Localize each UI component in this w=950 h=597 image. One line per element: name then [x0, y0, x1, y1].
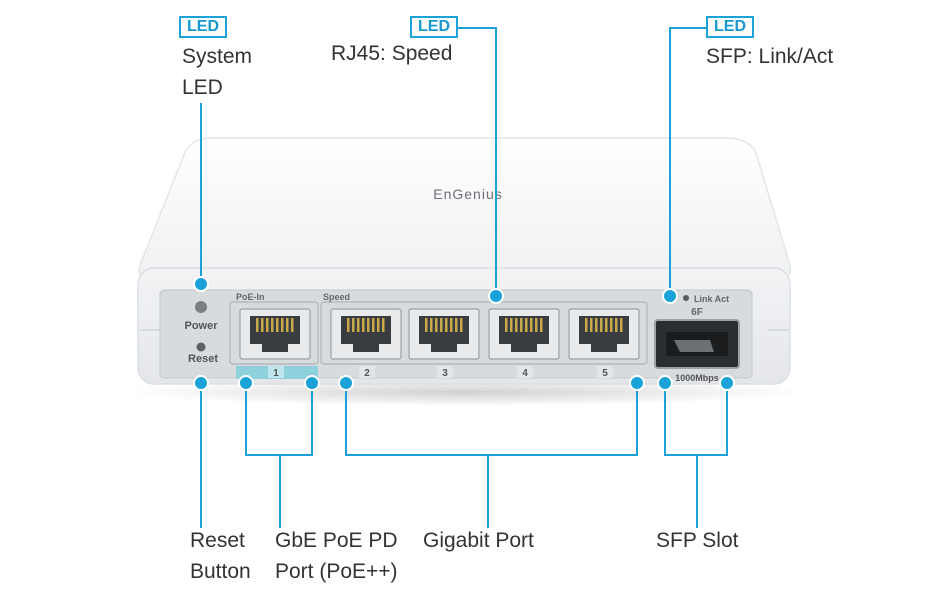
- port-number-2: 2: [364, 368, 370, 379]
- dot-gigabit-right: [629, 375, 645, 391]
- poe-port-caption-2: Port (PoE++): [275, 560, 398, 583]
- sfp-led: [683, 295, 689, 301]
- gigabit-port-frame: [320, 301, 648, 365]
- sfp-link-caption: SFP: Link/Act: [706, 45, 834, 68]
- brand-logo: EnGenius: [433, 186, 502, 202]
- sfp-port-label: 6F: [691, 307, 703, 318]
- rj45-port-2[interactable]: [330, 308, 402, 360]
- reset-button-caption-2: Button: [190, 560, 251, 583]
- system-led-tag: LED: [179, 16, 227, 38]
- dot-rj45-speed: [488, 288, 504, 304]
- port-number-4: 4: [522, 368, 528, 379]
- system-led-caption-1: System: [182, 45, 253, 68]
- sfp-latch: [674, 340, 714, 352]
- poe-port-caption-1: GbE PoE PD: [275, 529, 398, 552]
- dot-system-led: [193, 276, 209, 292]
- poe-in-label: PoE-In: [236, 292, 265, 302]
- rj45-port-5[interactable]: [568, 308, 640, 360]
- reset-pinhole[interactable]: [196, 342, 206, 352]
- leader-gigabit: [345, 383, 638, 456]
- leader-dots: [193, 276, 735, 391]
- port-number-box: [437, 366, 453, 378]
- leader-rj45-speed: [453, 27, 497, 296]
- dot-gigabit-left: [338, 375, 354, 391]
- rj45-speed-caption: RJ45: Speed: [331, 42, 453, 65]
- rj45-port-1[interactable]: [239, 308, 311, 360]
- device-top: [138, 137, 792, 281]
- leader-sfp-link: [669, 27, 706, 296]
- rj45-speed-tag: LED: [410, 16, 458, 38]
- gigabit-port-caption: Gigabit Port: [423, 529, 534, 552]
- dot-poe-left: [238, 375, 254, 391]
- power-led: [195, 301, 207, 313]
- dot-sfp-right: [719, 375, 735, 391]
- sfp-speed-label: 1000Mbps: [675, 373, 719, 383]
- port-number-3: 3: [442, 368, 448, 379]
- leader-lines: [200, 27, 728, 528]
- port-number-1: 1: [273, 368, 279, 379]
- port-number-5: 5: [602, 368, 608, 379]
- dot-sfp-left: [657, 375, 673, 391]
- dot-sfp-link: [662, 288, 678, 304]
- port-number-box: [359, 366, 375, 378]
- link-act-label: Link Act: [694, 294, 729, 304]
- port-number-box: [597, 366, 613, 378]
- system-led-caption-2: LED: [182, 76, 223, 99]
- sfp-link-tag: LED: [706, 16, 754, 38]
- dot-poe-right: [304, 375, 320, 391]
- rj45-port-3[interactable]: [408, 308, 480, 360]
- speed-label: Speed: [323, 292, 350, 302]
- rj45-port-4[interactable]: [488, 308, 560, 360]
- reset-button-caption-1: Reset: [190, 529, 245, 552]
- port-number-box: [268, 366, 284, 378]
- rj45-ports: 1 2 3 4 5: [239, 308, 640, 379]
- reset-label: Reset: [188, 353, 218, 365]
- sfp-slot-caption: SFP Slot: [656, 529, 739, 552]
- port-number-box: [517, 366, 533, 378]
- poe-port-frame: [229, 301, 319, 365]
- power-label: Power: [184, 320, 218, 332]
- dot-reset: [193, 375, 209, 391]
